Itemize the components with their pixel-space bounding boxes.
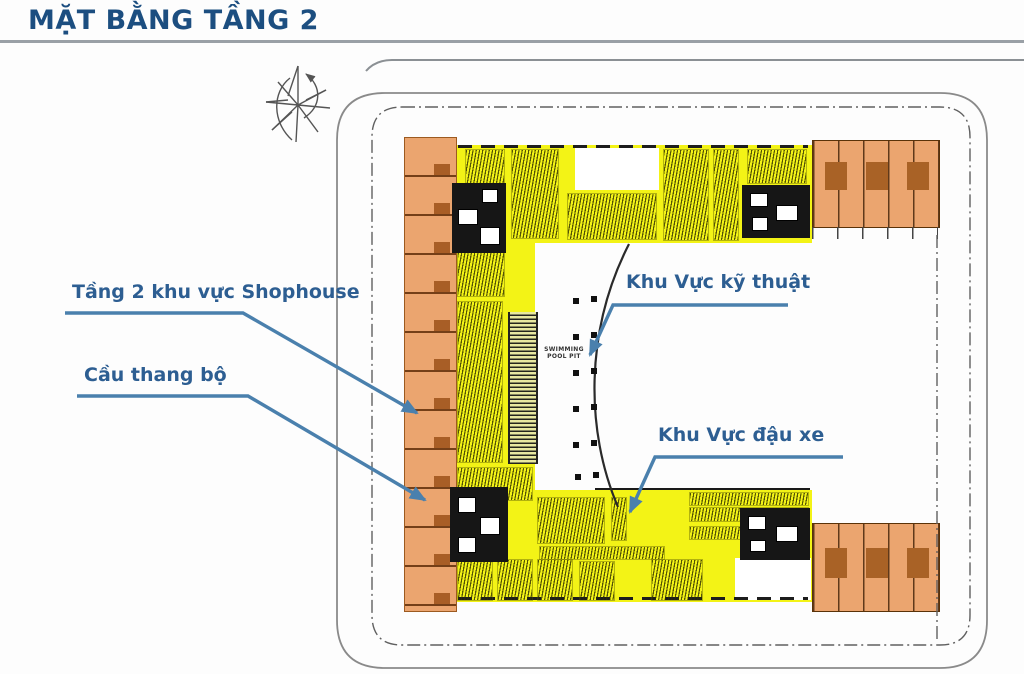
label-shophouse: Tầng 2 khu vực Shophouse xyxy=(72,281,360,303)
label-stairs: Cầu thang bộ xyxy=(84,364,227,386)
parking-stalls xyxy=(713,149,739,241)
leader-arrow-technical xyxy=(588,303,788,357)
label-technical: Khu Vực kỹ thuật xyxy=(626,271,811,293)
stair-core-top-left xyxy=(452,183,506,253)
parking-stalls xyxy=(579,561,615,601)
parking-stalls xyxy=(457,251,505,297)
parking-stalls xyxy=(457,301,503,463)
parking-stalls xyxy=(611,497,627,541)
unit-divider-ticks xyxy=(812,227,938,239)
parking-stalls xyxy=(567,193,657,240)
leader-arrow-shophouse xyxy=(65,311,419,415)
void-top-center xyxy=(575,148,659,190)
column-grid-dots xyxy=(573,296,599,480)
shophouse-unit-marks xyxy=(434,140,450,608)
stair-core-bottom-right xyxy=(740,508,810,560)
leader-arrow-stairs xyxy=(77,394,427,502)
parking-stalls xyxy=(537,559,573,601)
parking-stalls xyxy=(689,492,809,506)
void-bottom-right xyxy=(735,558,811,600)
hatched-wall xyxy=(508,312,538,464)
parking-stalls xyxy=(663,149,709,241)
stair-core-bottom-left xyxy=(450,487,508,562)
page-title: MẶT BẰNG TẦNG 2 xyxy=(28,5,319,36)
parking-stalls xyxy=(651,559,703,601)
parking-stalls xyxy=(497,559,533,601)
parking-stalls xyxy=(537,497,605,544)
parking-stalls xyxy=(511,149,559,239)
swimming-pool-pit-label: SWIMMING POOL PIT xyxy=(544,346,584,360)
parking-stalls xyxy=(457,559,493,601)
parking-stalls xyxy=(539,546,665,560)
stall-edge-top xyxy=(458,145,808,148)
shophouse-unit-marks xyxy=(814,162,936,190)
shophouse-unit-marks xyxy=(814,548,936,578)
parking-stalls xyxy=(465,149,505,185)
road-line xyxy=(365,59,1024,72)
ramp-edge-line xyxy=(595,488,810,490)
pool-edge-arc xyxy=(593,243,630,508)
label-parking: Khu Vực đậu xe xyxy=(658,424,825,446)
title-underline xyxy=(0,40,1024,43)
compass-icon xyxy=(265,65,331,143)
stair-core-top-right xyxy=(742,185,810,238)
parking-stalls xyxy=(747,149,807,184)
